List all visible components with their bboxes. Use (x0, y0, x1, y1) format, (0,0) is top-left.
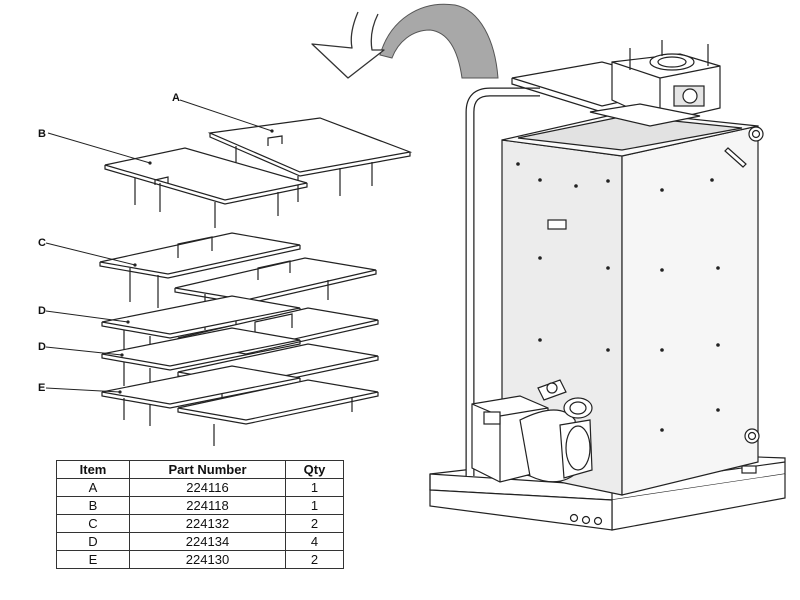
baffle-plate-c (99, 232, 377, 340)
cell-qty: 1 (285, 496, 344, 515)
column-header-item: Item (56, 460, 130, 479)
table-row: C 224132 2 (56, 514, 344, 533)
table-header-row: Item Part Number Qty (56, 460, 344, 479)
boiler-unit (429, 40, 786, 531)
cell-item: C (56, 514, 130, 533)
callout-a: A (172, 92, 180, 104)
rotation-arrow-icon (311, 3, 499, 79)
table-row: A 224116 1 (56, 478, 344, 497)
table-row: B 224118 1 (56, 496, 344, 515)
column-header-part-number: Part Number (129, 460, 286, 479)
callout-e: E (38, 382, 45, 394)
parts-table: Item Part Number Qty A 224116 1 B 224118… (56, 460, 344, 569)
cell-part-number: 224132 (129, 514, 286, 533)
cell-item: B (56, 496, 130, 515)
table-row: E 224130 2 (56, 550, 344, 569)
cell-item: E (56, 550, 130, 569)
column-header-qty: Qty (285, 460, 344, 479)
callout-c: C (38, 237, 46, 249)
cell-item: A (56, 478, 130, 497)
cell-qty: 2 (285, 550, 344, 569)
cell-part-number: 224118 (129, 496, 286, 515)
baffle-plate-b (104, 147, 308, 228)
callout-leaders (45, 99, 274, 394)
cell-qty: 1 (285, 478, 344, 497)
table-row: D 224134 4 (56, 532, 344, 551)
callout-d-lower: D (38, 341, 46, 353)
cell-item: D (56, 532, 130, 551)
cell-part-number: 224134 (129, 532, 286, 551)
callout-d-upper: D (38, 305, 46, 317)
cell-qty: 4 (285, 532, 344, 551)
cell-part-number: 224116 (129, 478, 286, 497)
cell-part-number: 224130 (129, 550, 286, 569)
callout-b: B (38, 128, 46, 140)
cell-qty: 2 (285, 514, 344, 533)
baffle-plate-e (101, 365, 379, 446)
